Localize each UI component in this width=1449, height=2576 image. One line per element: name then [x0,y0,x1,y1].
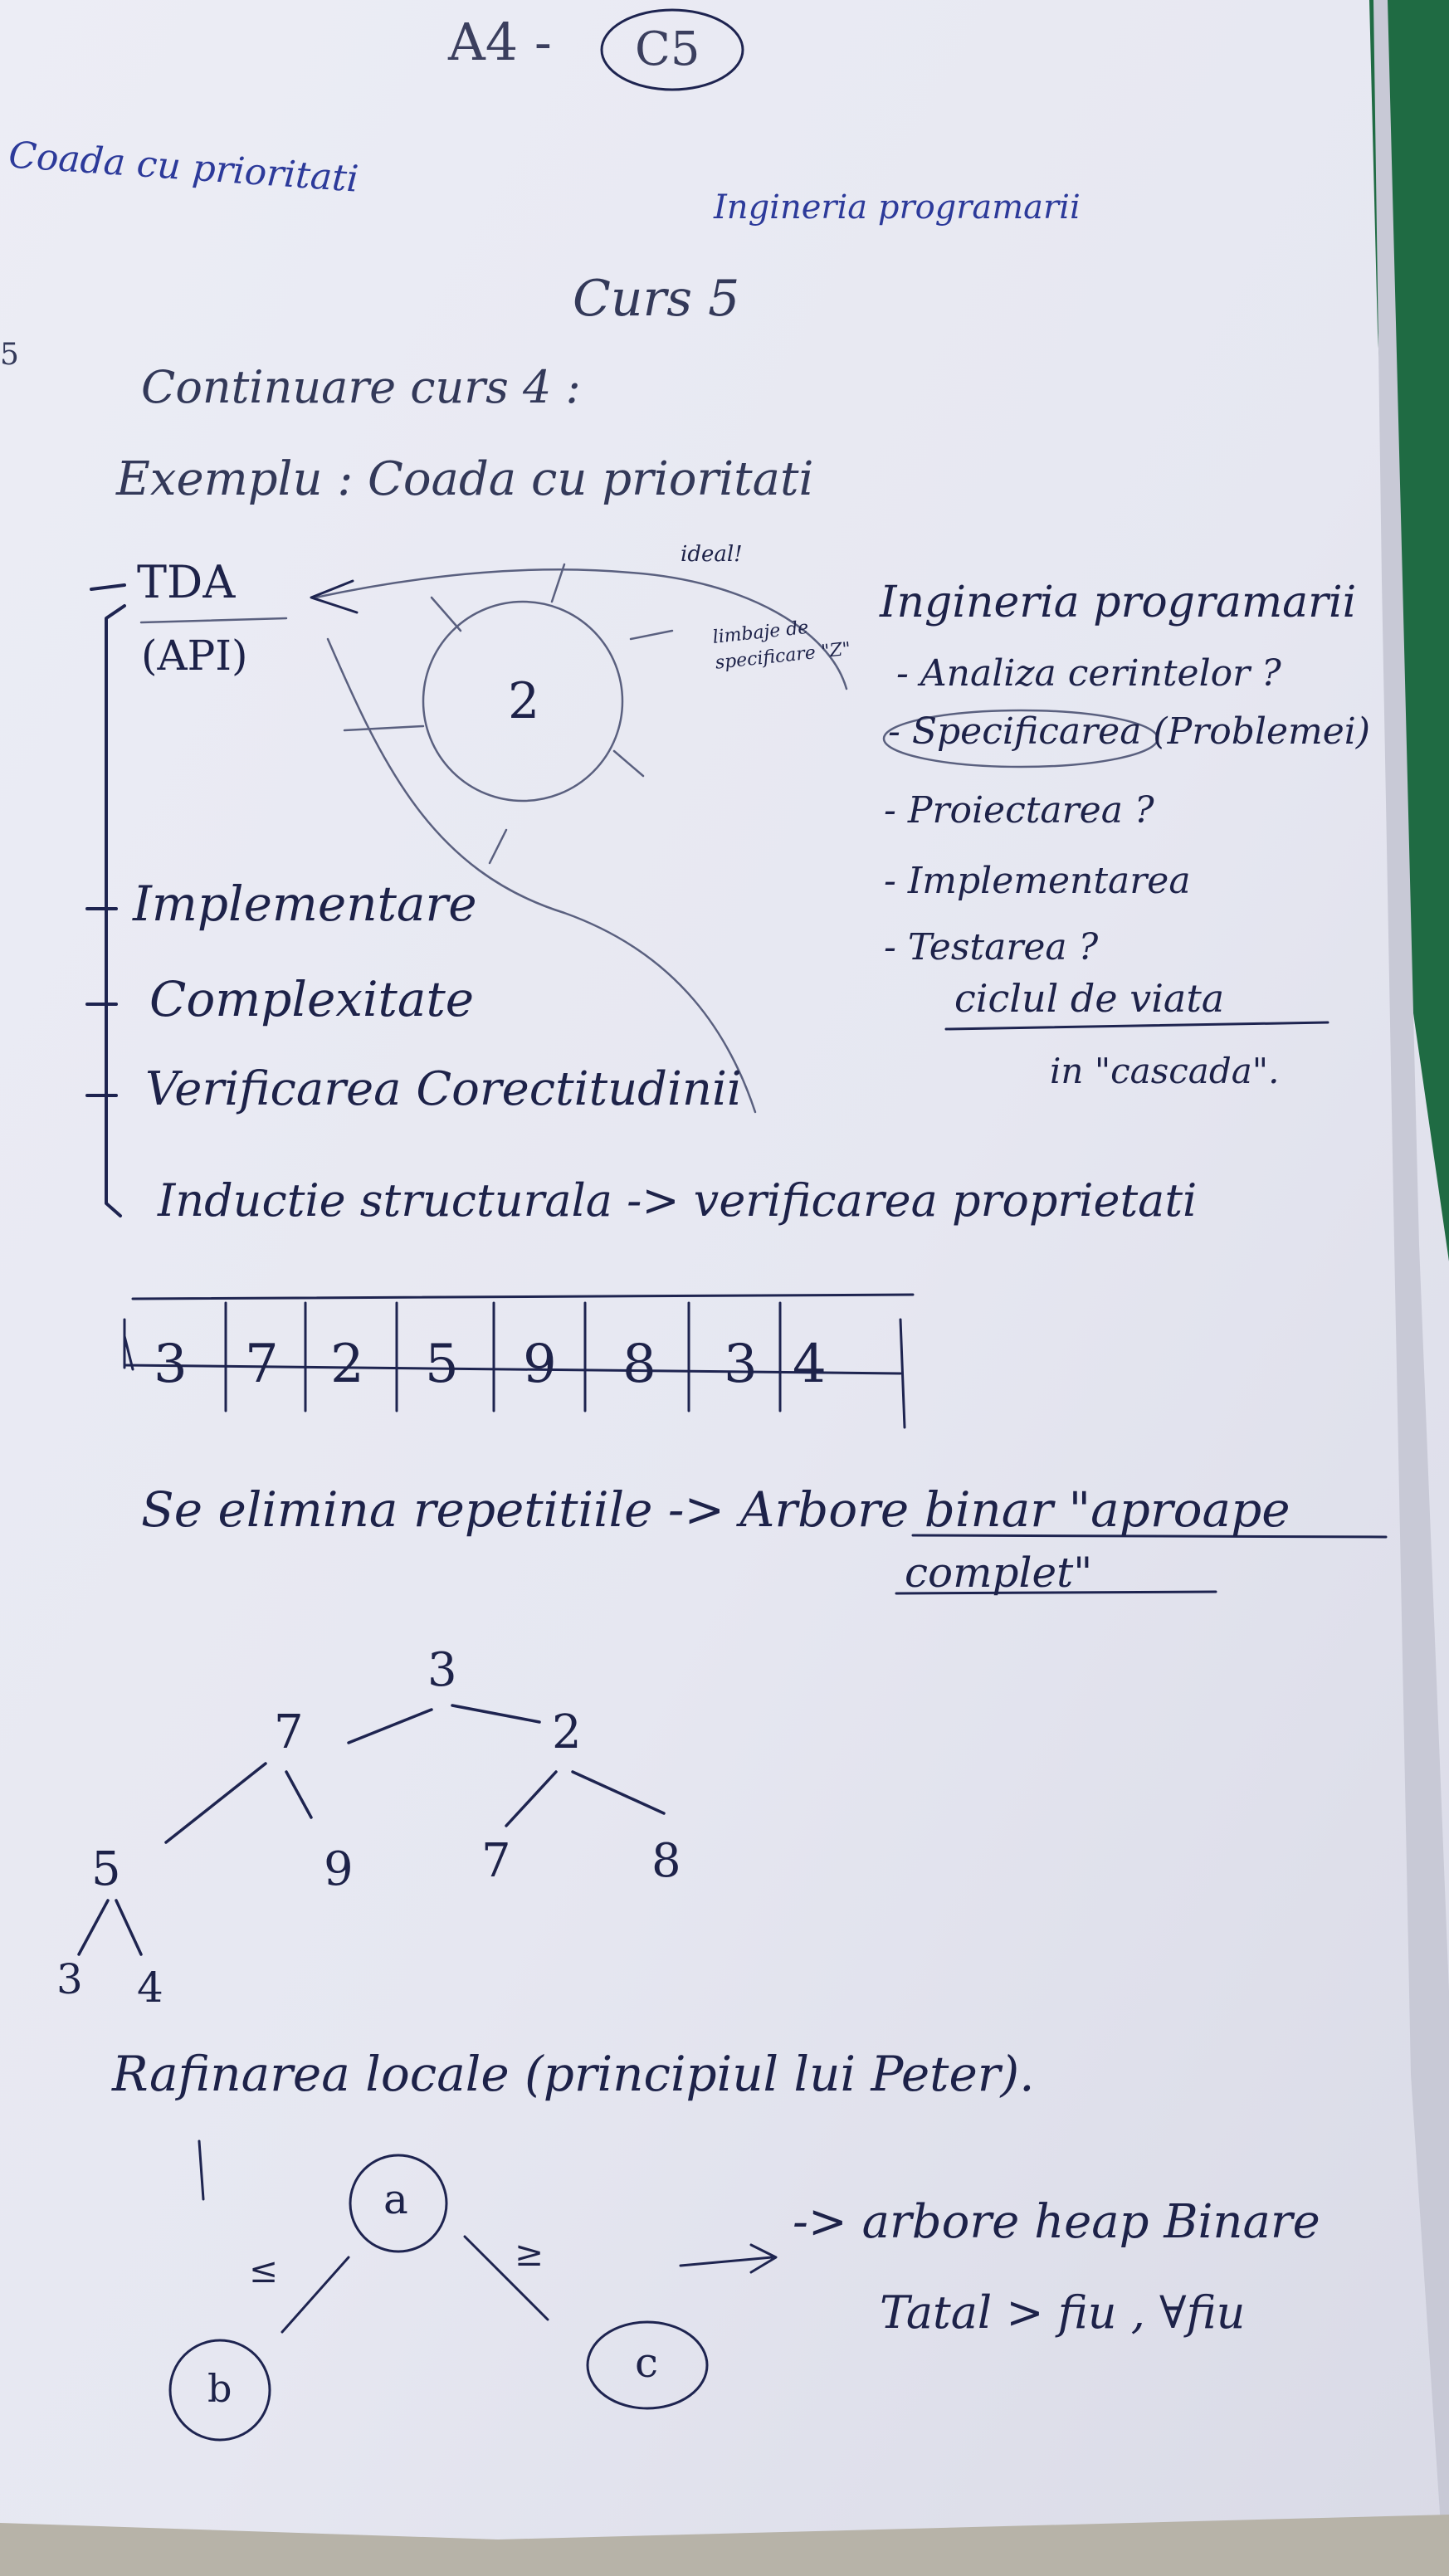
tree-node: 8 [651,1834,681,1888]
page-edge-shadow [1373,0,1449,2576]
node-b: b [207,2366,232,2411]
right-item-testarea: - Testarea ? [884,926,1099,968]
node-c: c [635,2339,659,2387]
header-right-blue-note: Ingineria programarii [714,188,1081,227]
right-list-title: Ingineria programarii [880,578,1357,627]
sentence-line-2: complet" [905,1549,1093,1597]
array-cell: 7 [245,1334,279,1395]
tree-node: 3 [427,1643,457,1697]
sentence-line-1: Se elimina repetitiile -> Arbore binar "… [141,1481,1290,1538]
cycle-note: ciclul de viata [954,976,1225,1021]
tree-node: 7 [274,1705,304,1759]
cascade-note: in "cascada". [1050,1051,1280,1091]
spec-circle [422,600,624,803]
header-circled-c5: C5 [635,22,700,76]
right-item-analiza: - Analiza cerintelor ? [896,652,1281,695]
le-sign: ≤ [249,2250,279,2291]
tda-label: TDA [137,556,236,608]
tree-node: 5 [91,1842,121,1896]
left-item-complexitate: Complexitate [149,971,475,1027]
array-cell: 4 [793,1334,827,1395]
heap-line-2: Tatal > fiu , ∀fiu [880,2286,1246,2339]
left-item-inductie: Inductie structurala -> verificarea prop… [158,1174,1198,1227]
api-label: (API) [141,632,248,680]
tree-node: 2 [552,1705,582,1759]
arrow-to-tda [314,568,848,690]
ge-sign: ≥ [515,2233,544,2274]
array-cell: 3 [154,1334,188,1395]
array-cell: 5 [425,1334,459,1395]
right-item-proiectarea: - Proiectarea ? [884,789,1154,832]
ideal-note: ideal! [681,542,743,567]
node-a-circle [349,2154,448,2253]
tree-node: 9 [324,1842,354,1896]
tree-node: 3 [56,1955,83,2003]
left-item-implementare: Implementare [133,876,477,932]
array-cell: 3 [724,1334,758,1395]
page-mark: 5 [0,338,19,372]
right-item-specificarea: - Specificarea (Problemei) [888,710,1371,753]
array-cell: 2 [330,1334,364,1395]
heap-line-1: -> arbore heap Binare [793,2195,1320,2249]
tree-node: 4 [137,1964,163,2012]
tree-edges [77,1704,666,1956]
array-cell: 9 [523,1334,557,1395]
tree-node: 7 [481,1834,511,1888]
big-curve [326,637,757,1114]
arrow-to-heap [679,2243,778,2274]
left-item-verificarea: Verificarea Corectitudinii [145,1062,742,1116]
array-table [123,1293,915,1429]
refinement-title: Rafinarea locale (principiul lui Peter). [112,2046,1035,2102]
header-code: A4 - [448,12,552,72]
intro-line-1: Continuare curs 4 : [141,361,581,413]
array-cell: 8 [622,1334,656,1395]
course-title: Curs 5 [573,270,740,328]
node-c-circle [586,2320,709,2410]
left-bracket [105,604,126,1217]
node-b-circle [168,2339,271,2442]
c5-circle [600,8,744,91]
intro-line-2: Exemplu : Coada cu prioritati [116,452,814,506]
circle-number: 2 [508,672,540,730]
bottom-shadow [0,2515,1449,2576]
right-item-implementarea: - Implementarea [884,860,1191,902]
node-a: a [383,2175,408,2223]
